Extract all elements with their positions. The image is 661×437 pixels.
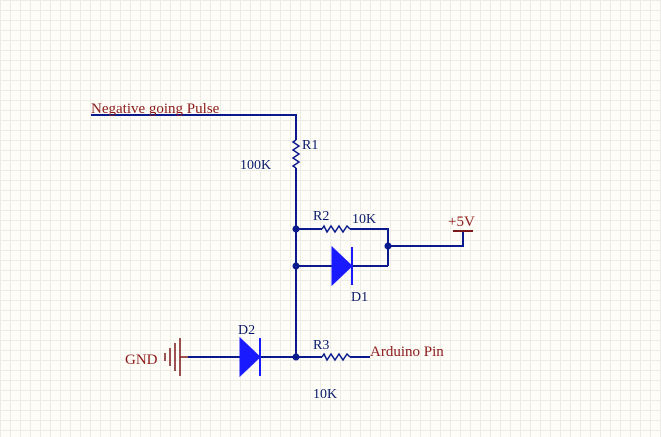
r2-value: 10K	[352, 212, 376, 227]
resistor-r3[interactable]	[321, 352, 351, 362]
resistor-r2[interactable]	[321, 224, 351, 234]
diode-d2[interactable]	[239, 336, 261, 378]
net-label-output: Arduino Pin	[370, 344, 444, 360]
junction-dot	[292, 353, 300, 361]
wire-input	[91, 114, 297, 140]
r1-value: 100K	[240, 158, 271, 173]
r2-designator: R2	[313, 209, 329, 224]
wires	[91, 114, 464, 358]
junctions	[292, 225, 392, 361]
net-label-power: +5V	[448, 214, 475, 230]
net-label-ground: GND	[125, 352, 158, 368]
wire-r2-right	[350, 228, 389, 266]
net-label-input: Negative going Pulse	[91, 101, 220, 117]
resistor-r1[interactable]	[291, 139, 301, 169]
junction-dot	[384, 242, 392, 250]
wire-to-5v	[388, 231, 464, 247]
r1-designator: R1	[302, 138, 318, 153]
r3-value: 10K	[313, 387, 337, 402]
junction-dot	[292, 262, 300, 270]
junction-dot	[292, 225, 300, 233]
d2-designator: D2	[238, 323, 255, 338]
d1-designator: D1	[351, 290, 368, 305]
r3-designator: R3	[313, 338, 329, 353]
ground-icon	[164, 338, 188, 376]
diode-d1[interactable]	[331, 245, 353, 287]
